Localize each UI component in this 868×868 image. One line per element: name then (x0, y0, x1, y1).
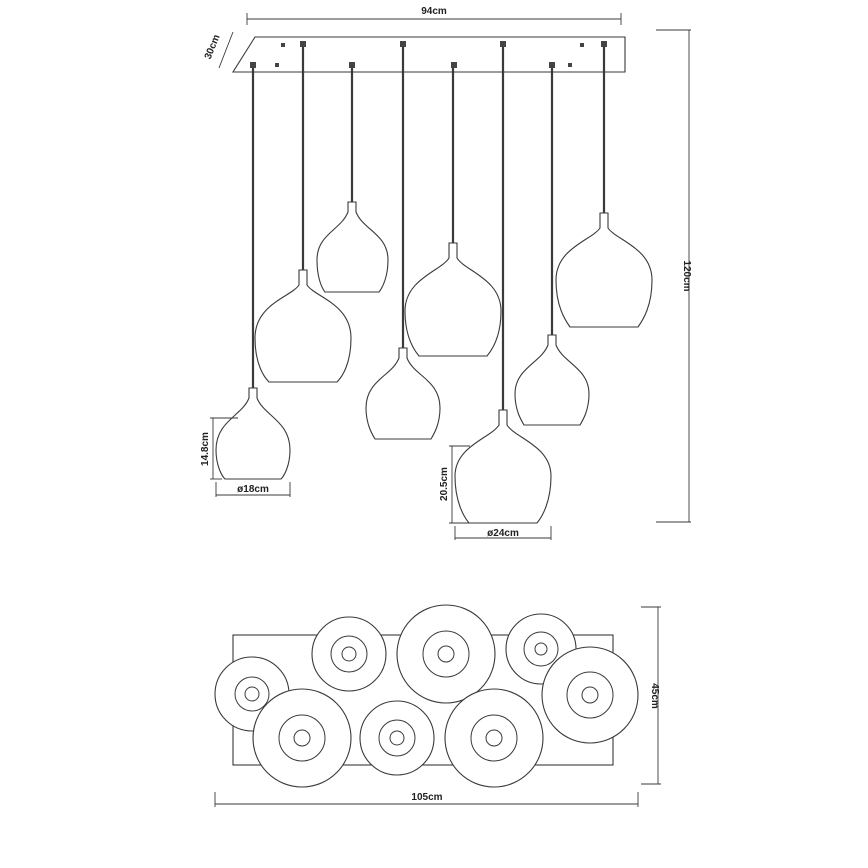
pendant-shades (215, 201, 653, 524)
pendant-shade-1 (215, 387, 291, 480)
pendant-shade-7 (514, 334, 590, 426)
plan-shade-2 (311, 616, 387, 692)
plan-shade-8 (541, 646, 639, 744)
small-shade-diameter-label: ø18cm (237, 484, 269, 495)
pendant-shade-4 (365, 347, 441, 440)
pendant-shade-8 (555, 212, 653, 328)
total-height-label: 120cm (681, 260, 692, 291)
pendant-shade-6 (454, 409, 552, 524)
pendant-shade-5 (404, 242, 502, 357)
small-shade-dimensions: 14.8cm ø18cm (200, 417, 291, 497)
canopy-depth-dimension: 30cm (203, 31, 234, 69)
large-shade-dimensions: 20.5cm ø24cm (439, 445, 552, 540)
plan-shade-5 (252, 688, 352, 788)
small-shade-height-label: 14.8cm (200, 432, 211, 466)
canopy-plate (232, 36, 626, 73)
canopy-width-label: 94cm (421, 6, 447, 17)
total-height-dimension: 120cm (656, 29, 692, 523)
elevation-view: 94cm 30cm 120cm (200, 6, 692, 540)
pendant-shade-3 (316, 201, 389, 293)
plan-width-dimension: 105cm (214, 792, 639, 807)
canopy-width-dimension: 94cm (246, 6, 622, 25)
plan-width-label: 105cm (411, 792, 442, 803)
large-shade-height-label: 20.5cm (439, 467, 450, 501)
plan-view: 45cm 105cm (214, 604, 661, 807)
plan-shade-3 (396, 604, 496, 704)
pendant-cords (251, 47, 606, 410)
large-shade-diameter-label: ø24cm (487, 528, 519, 539)
plan-shade-7 (444, 688, 544, 788)
pendant-shade-2 (254, 269, 352, 383)
canopy-depth-label: 30cm (203, 33, 223, 61)
plan-depth-dimension: 45cm (641, 606, 661, 785)
plan-shade-6 (359, 700, 435, 776)
plan-depth-label: 45cm (649, 683, 660, 709)
